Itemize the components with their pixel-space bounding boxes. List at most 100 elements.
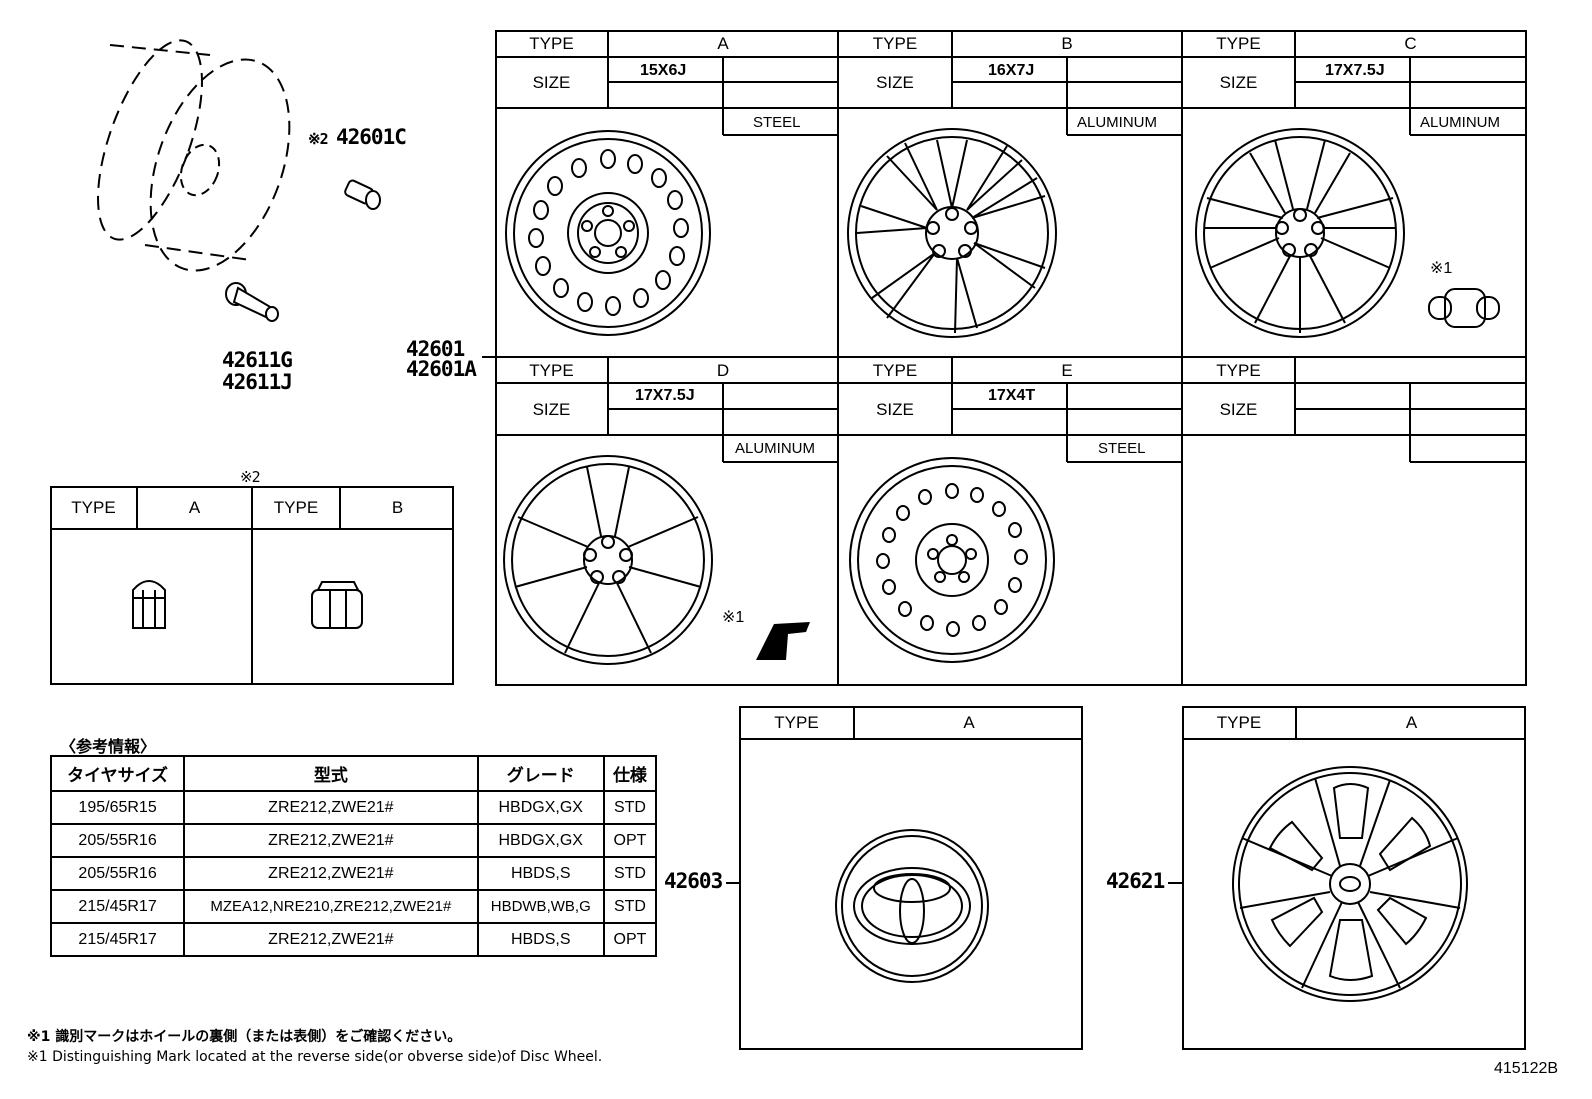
cell-spec: OPT: [602, 922, 658, 957]
wheel-b-size-label: SIZE: [876, 73, 914, 92]
note-japanese: ※1 識別マークはホイールの裏側（または表側）をご確認ください。: [27, 1029, 462, 1045]
cell-model: ZRE212,ZWE21#: [183, 856, 479, 891]
table-row: 205/55R16 ZRE212,ZWE21# HBDS,S STD: [49, 856, 658, 891]
reference-title: 〈参考情報〉: [60, 737, 157, 756]
header-spec: 仕様: [602, 755, 658, 792]
wheel-cap-type: A: [1405, 712, 1418, 732]
wheel-type-grid: TYPE A SIZE 15X6J STEEL TYPE B SIZE 16X7…: [495, 30, 1527, 686]
nut-box-mark: ※2: [240, 468, 261, 486]
center-cap-type: A: [963, 712, 975, 732]
wheel-d-mark: ※1: [722, 609, 745, 626]
cell-spec: OPT: [602, 823, 658, 858]
wheel-d-type: D: [716, 360, 730, 380]
nut-a-type-label: TYPE: [71, 497, 116, 517]
cell-model: MZEA12,NRE210,ZRE212,ZWE21#: [183, 889, 479, 924]
wheel-c-size-label: SIZE: [1219, 73, 1258, 92]
nut-box-lines: [50, 486, 454, 685]
wheel-a-material: STEEL: [753, 114, 801, 131]
cell-model: ZRE212,ZWE21#: [183, 922, 479, 957]
wheel-cap-box-lines: [1182, 706, 1526, 1050]
wheel-c-mark: ※1: [1430, 260, 1453, 277]
wheel-b-alloy-icon: [847, 128, 1057, 338]
note-english: ※1 Distinguishing Mark located at the re…: [27, 1049, 603, 1065]
center-cap-box: TYPE A: [739, 706, 1084, 1051]
table-row: 215/45R17 MZEA12,NRE210,ZRE212,ZWE21# HB…: [49, 889, 658, 924]
wheel-part-no-1[interactable]: 42601: [406, 337, 465, 361]
cell-tire-size: 205/55R16: [49, 856, 186, 891]
wheel-a-size-label: SIZE: [532, 73, 571, 92]
header-tire-size: タイヤサイズ: [49, 755, 186, 792]
header-model: 型式: [183, 755, 479, 792]
wheel-c-type-label: TYPE: [1216, 34, 1261, 53]
wheel-cap-type-label: TYPE: [1216, 712, 1262, 732]
valve-cap-part-no[interactable]: 42601C: [336, 125, 407, 149]
valve-cap-mark: ※2: [308, 130, 329, 148]
wheel-cap-icon: [1232, 766, 1468, 1002]
wheel-e-type-label: TYPE: [872, 360, 918, 380]
wheel-cap-box: TYPE A: [1182, 706, 1527, 1051]
wheel-d-mark-icon: [756, 622, 810, 660]
cell-tire-size: 215/45R17: [49, 922, 186, 957]
center-cap-box-lines: [739, 706, 1083, 1050]
wheel-c-alloy-icon: [1195, 128, 1405, 338]
cell-grade: HBDGX,GX: [476, 823, 605, 858]
wheel-c-mark-icon: [1428, 288, 1500, 328]
wheel-leader-line: [482, 356, 496, 358]
wheel-b-material: ALUMINUM: [1077, 114, 1158, 131]
wheel-part-no-2[interactable]: 42601A: [406, 357, 477, 381]
figure-number: 415122B: [1494, 1060, 1559, 1077]
wheel-e-type: E: [1061, 360, 1073, 380]
cell-tire-size: 205/55R16: [49, 823, 186, 858]
reference-table: タイヤサイズ 型式 グレード 仕様 195/65R15 ZRE212,ZWE21…: [49, 755, 658, 957]
wheel-c-material: ALUMINUM: [1420, 114, 1501, 131]
wheel-grid-lines: [495, 30, 1527, 686]
valve-part-no-1[interactable]: 42611G: [222, 348, 293, 372]
wheel-d-size-label: SIZE: [532, 399, 571, 419]
cell-model: ZRE212,ZWE21#: [183, 790, 479, 825]
nut-box: TYPE A TYPE B: [50, 486, 455, 686]
valve-cap-icon: [344, 179, 381, 210]
wheel-cap-part-no[interactable]: 42621: [1106, 869, 1165, 893]
nut-a-icon: [132, 580, 166, 629]
cell-grade: HBDS,S: [476, 856, 605, 891]
nut-b-icon: [311, 581, 363, 629]
wheel-f-type-label: TYPE: [1216, 360, 1261, 380]
wheel-e-size-label: SIZE: [876, 399, 914, 419]
nut-b-type-label: TYPE: [273, 497, 319, 517]
cell-spec: STD: [602, 790, 658, 825]
center-cap-type-label: TYPE: [774, 712, 819, 732]
wheel-d-alloy-icon: [503, 455, 713, 665]
nut-a-type: A: [188, 497, 201, 517]
cell-grade: HBDGX,GX: [476, 790, 605, 825]
wheel-e-material: STEEL: [1098, 440, 1146, 457]
valve-part-no-2[interactable]: 42611J: [222, 370, 293, 394]
wheel-a-type-label: TYPE: [529, 34, 574, 53]
table-row: 205/55R16 ZRE212,ZWE21# HBDGX,GX OPT: [49, 823, 658, 858]
cell-spec: STD: [602, 856, 658, 891]
wheel-f-size-label: SIZE: [1219, 399, 1258, 419]
wheel-a-type: A: [717, 34, 729, 53]
wheel-b-type: B: [1061, 34, 1073, 53]
cell-spec: STD: [602, 889, 658, 924]
wheel-c-size: 17X7.5J: [1325, 62, 1385, 79]
center-cap-logo-icon: [835, 829, 989, 983]
wheel-a-steel-icon: [505, 130, 711, 336]
wheel-d-type-label: TYPE: [529, 360, 574, 380]
wheel-a-size: 15X6J: [640, 62, 687, 79]
cell-tire-size: 215/45R17: [49, 889, 186, 924]
wheel-d-material: ALUMINUM: [735, 440, 816, 457]
wheel-b-type-label: TYPE: [872, 34, 918, 53]
wheel-c-type: C: [1404, 34, 1417, 53]
center-cap-leader: [726, 882, 740, 884]
center-cap-part-no[interactable]: 42603: [664, 869, 723, 893]
wheel-d-size: 17X7.5J: [635, 387, 695, 404]
cell-grade: HBDWB,WB,G: [476, 889, 605, 924]
table-row: 195/65R15 ZRE212,ZWE21# HBDGX,GX STD: [49, 790, 658, 825]
cell-tire-size: 195/65R15: [49, 790, 186, 825]
header-grade: グレード: [476, 755, 605, 792]
table-row: 215/45R17 ZRE212,ZWE21# HBDS,S OPT: [49, 922, 658, 957]
wheel-b-size: 16X7J: [988, 62, 1035, 79]
tire-illustration: [97, 39, 291, 272]
wheel-cap-leader: [1168, 882, 1182, 884]
cell-grade: HBDS,S: [476, 922, 605, 957]
